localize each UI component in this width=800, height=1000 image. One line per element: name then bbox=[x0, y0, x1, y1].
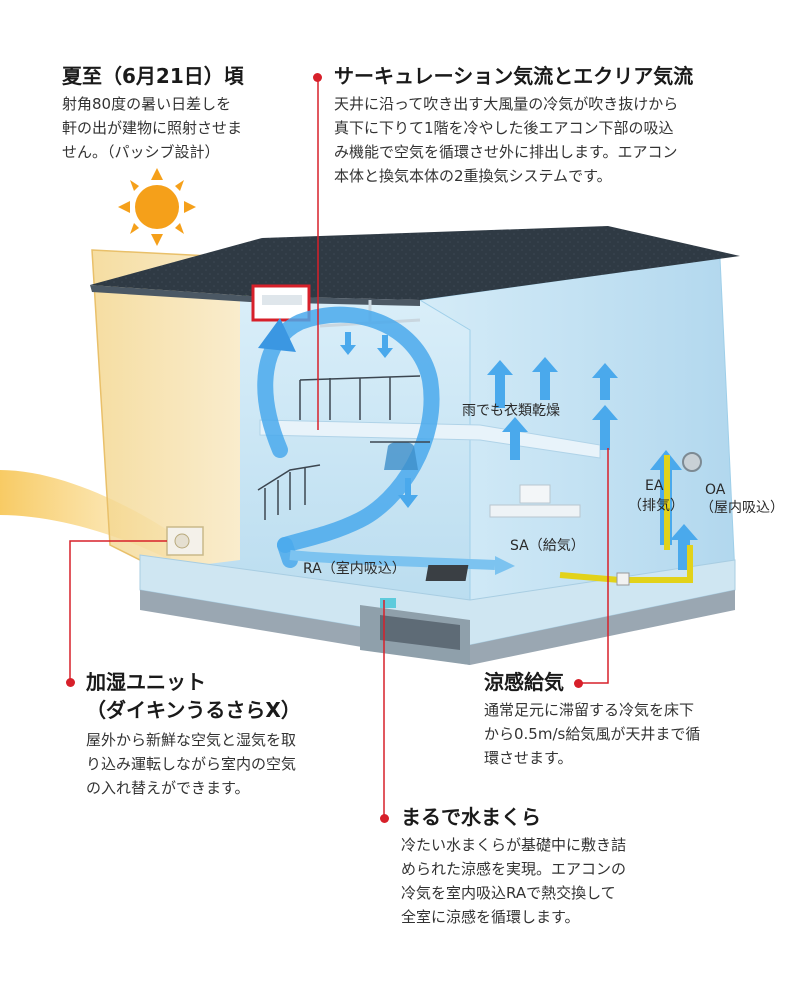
humidifier-line-2: り込み運転しながら室内の空気 bbox=[86, 755, 297, 773]
circulation-airflow bbox=[257, 306, 440, 568]
label-ra: RA（室内吸込） bbox=[303, 560, 406, 577]
water-pillow-line-4: 全室に涼感を循環します。 bbox=[401, 908, 580, 926]
cool-supply-text: 通常足元に滞留する冷気を床下 から0.5m/s給気風が天井まで循 環させます。 bbox=[484, 698, 700, 770]
cool-supply-dot bbox=[574, 679, 583, 688]
circulation-line-3: み機能で空気を循環させ外に排出します。エアコン bbox=[334, 143, 678, 161]
water-pillow-line-1: 冷たい水まくらが基礎中に敷き詰 bbox=[401, 836, 627, 854]
humidifier-dot bbox=[66, 678, 75, 687]
label-oa-desc: （屋内吸込） bbox=[700, 500, 784, 516]
humidifier-title: 加湿ユニット （ダイキンうるさらX） bbox=[86, 668, 301, 724]
circulation-line-1: 天井に沿って吹き出す大風量の冷気が吹き抜けから bbox=[334, 95, 679, 113]
humidifier-text: 屋外から新鮮な空気と湿気を取 り込み運転しながら室内の空気 の入れ替えができます… bbox=[86, 728, 296, 800]
humidifier-title-1: 加湿ユニット bbox=[86, 670, 206, 694]
callout-lines bbox=[69, 78, 609, 818]
label-laundry: 雨でも衣類乾燥 bbox=[462, 403, 560, 419]
roof bbox=[90, 226, 740, 300]
humidifier-title-2: （ダイキンうるさらX） bbox=[86, 698, 301, 722]
staircase bbox=[257, 464, 321, 520]
circulation-title: サーキュレーション気流とエクリア気流 bbox=[334, 64, 694, 88]
summer-title: 夏至（6月21日）頃 bbox=[62, 64, 244, 88]
laundry-icon bbox=[370, 441, 430, 470]
sa-unit bbox=[425, 565, 469, 581]
circulation-line-4: 本体と換気本体の2重換気システムです。 bbox=[334, 167, 612, 185]
cool-supply-line-1: 通常足元に滞留する冷気を床下 bbox=[484, 701, 695, 719]
water-pillow-dot bbox=[380, 814, 389, 823]
circulation-line-2: 真下に下りて1階を冷やした後エアコン下部の吸込 bbox=[334, 119, 674, 137]
label-sa: SA（給気） bbox=[510, 538, 585, 554]
label-ea-code: EA bbox=[645, 478, 664, 494]
water-pillow-tiles bbox=[380, 598, 396, 608]
airflow-arrow-up bbox=[258, 318, 296, 352]
circulation-text: 天井に沿って吹き出す大風量の冷気が吹き抜けから 真下に下りて1階を冷やした後エア… bbox=[334, 92, 678, 188]
cool-supply-line-3: 環させます。 bbox=[484, 749, 573, 767]
summer-line-2: 軒の出が建物に照射させま bbox=[62, 119, 243, 137]
circulation-dot bbox=[313, 73, 322, 82]
summer-text: 射角80度の暑い日差しを 軒の出が建物に照射させま せん。（パッシブ設計） bbox=[62, 92, 242, 164]
sa-duct bbox=[559, 545, 693, 583]
humidifier-line-3: の入れ替えができます。 bbox=[86, 779, 250, 797]
down-arrows bbox=[340, 332, 418, 508]
water-pillow-text: 冷たい水まくらが基礎中に敷き詰 められた涼感を実現。エアコンの 冷気を室内吸込R… bbox=[401, 833, 626, 929]
ra-flow bbox=[289, 550, 496, 570]
water-pillow-line-2: められた涼感を実現。エアコンの bbox=[401, 860, 627, 878]
summer-line-3: せん。（パッシブ設計） bbox=[62, 143, 220, 161]
cool-supply-title: 涼感給気 bbox=[484, 670, 564, 694]
label-oa-code: OA bbox=[705, 482, 726, 498]
water-pillow-title: まるで水まくら bbox=[401, 805, 541, 829]
cool-supply-line-2: から0.5m/s給気風が天井まで循 bbox=[484, 725, 701, 743]
oa-vent-icon bbox=[682, 452, 702, 472]
label-ea-desc: （排気） bbox=[628, 498, 684, 514]
humidifier-line-1: 屋外から新鮮な空気と湿気を取 bbox=[86, 731, 297, 749]
water-pillow-line-3: 冷気を室内吸込RAで熱交換して bbox=[401, 884, 616, 902]
sun-icon bbox=[118, 168, 196, 246]
humidifier-unit bbox=[166, 526, 204, 556]
house-interior bbox=[160, 300, 470, 620]
summer-line-1: 射角80度の暑い日差しを bbox=[62, 95, 232, 113]
